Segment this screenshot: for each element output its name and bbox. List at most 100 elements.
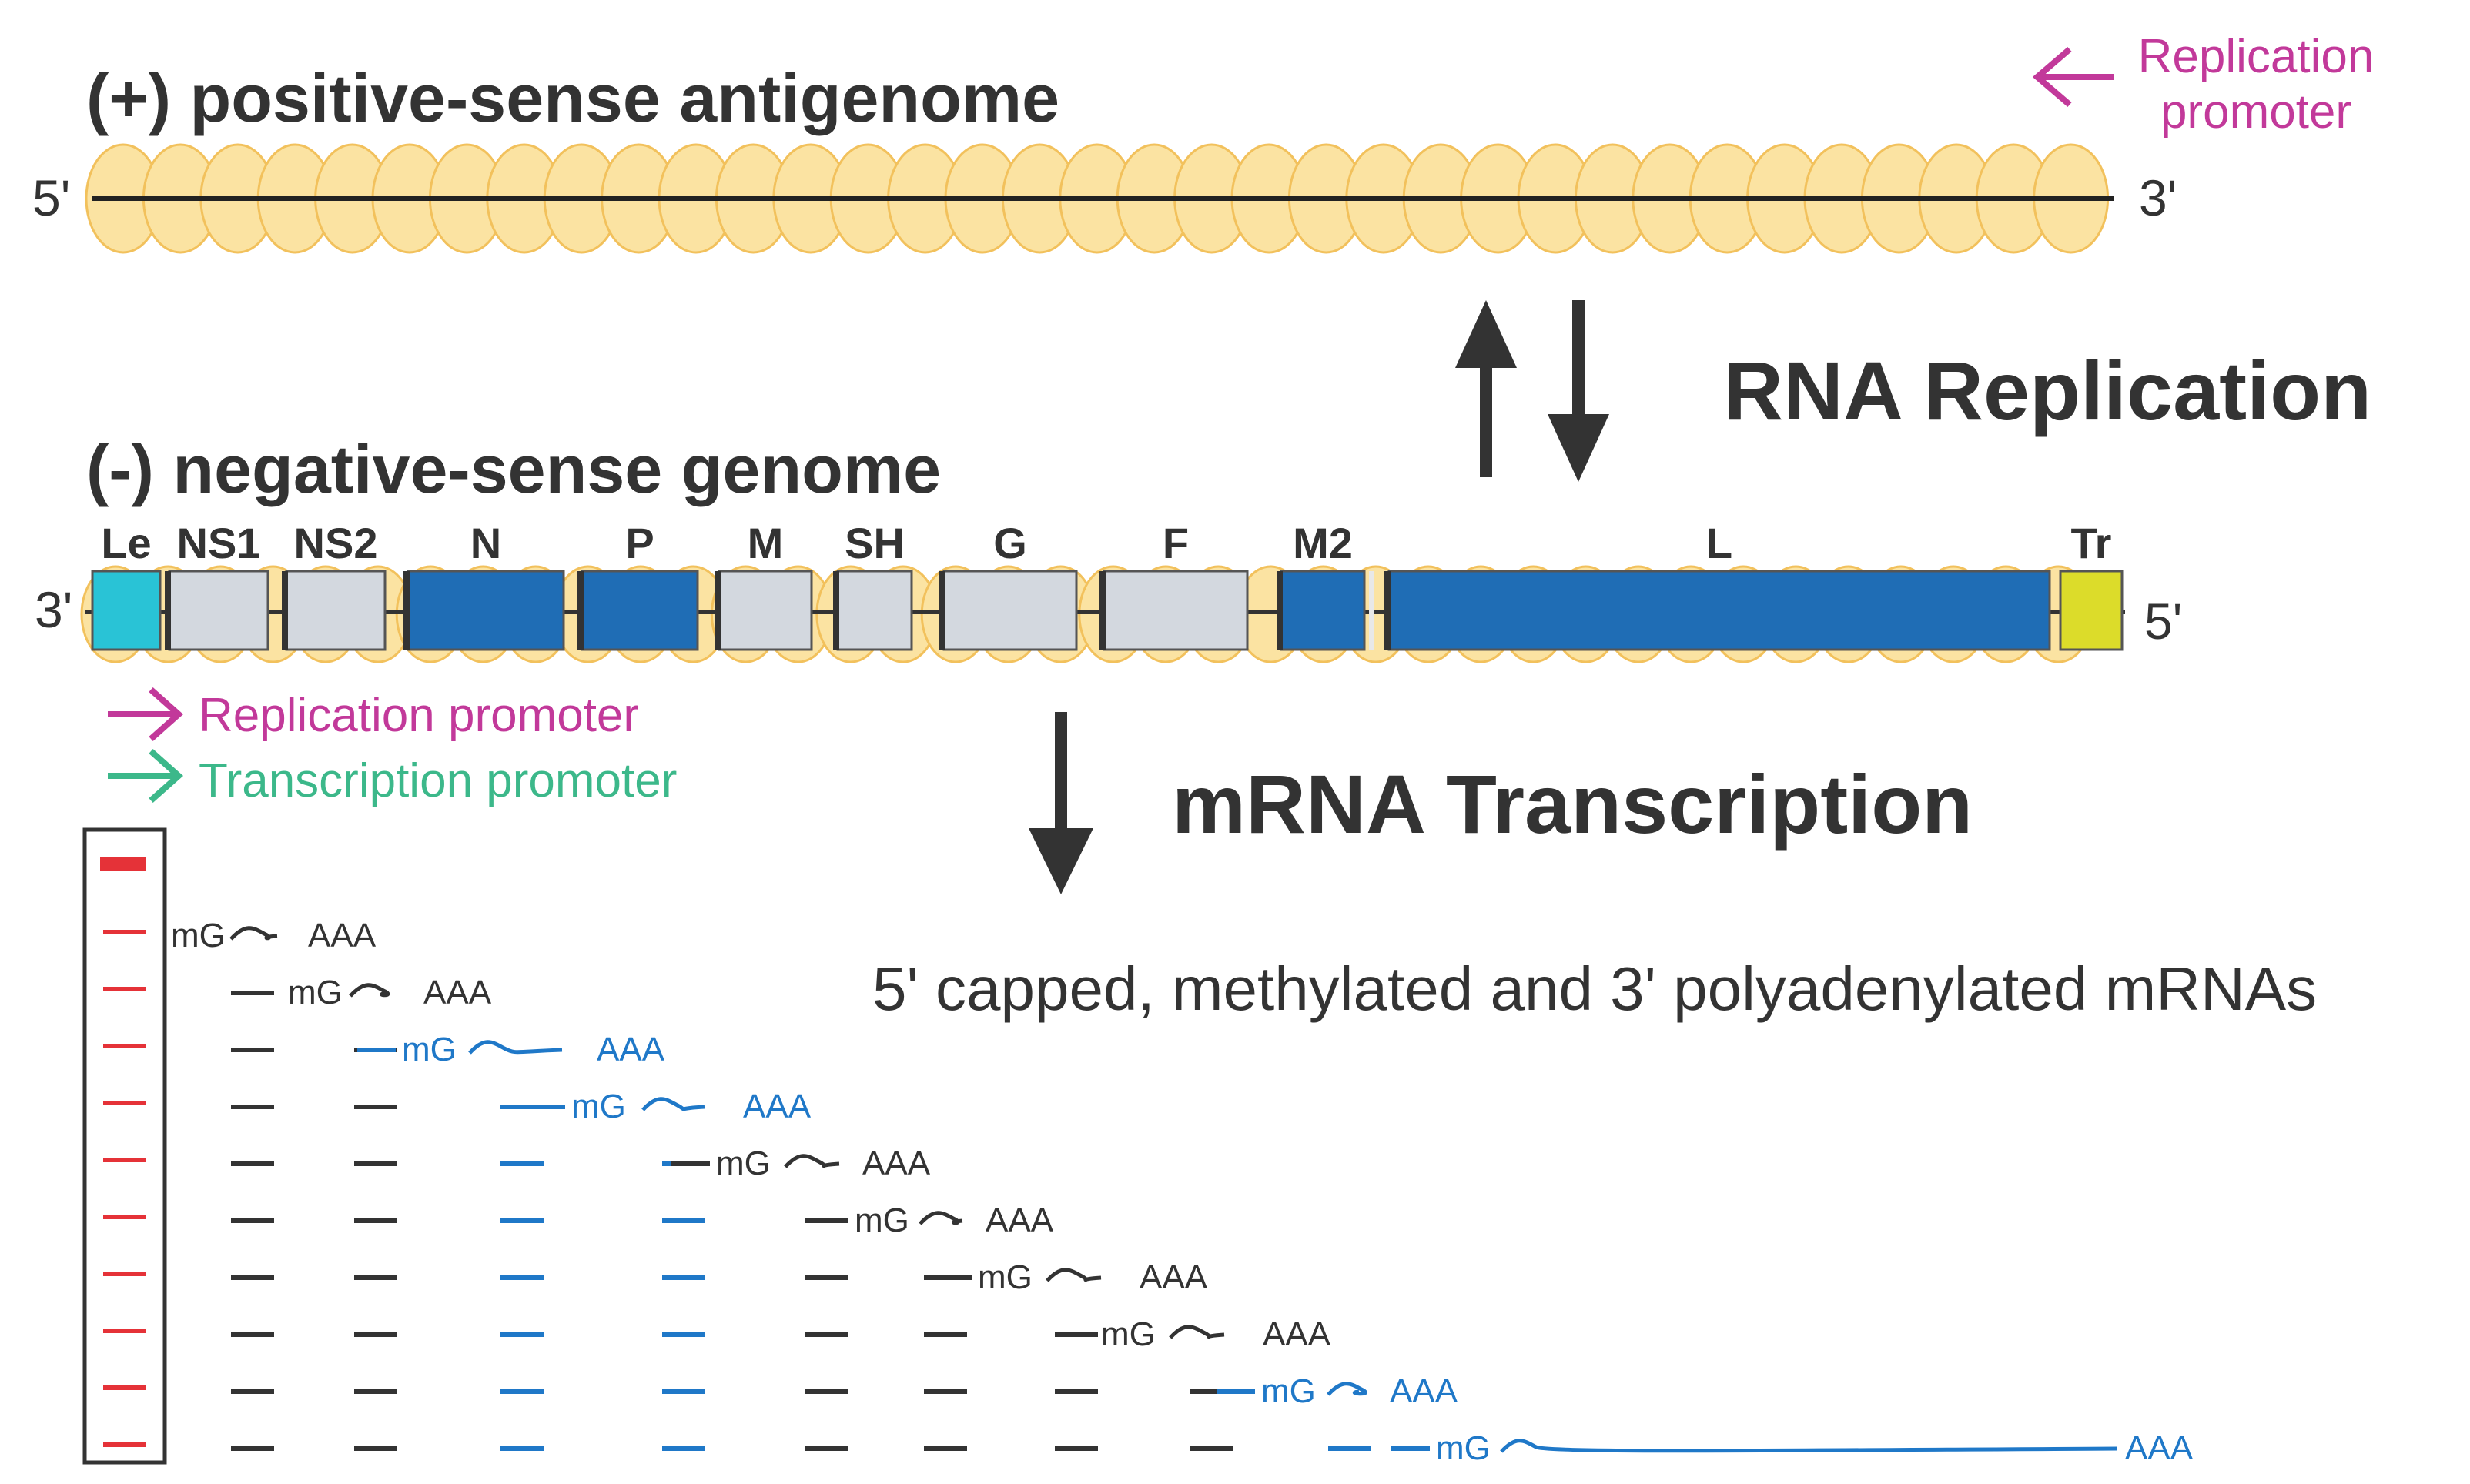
gel-lane xyxy=(82,827,167,1465)
gene-junction-l xyxy=(1384,571,1391,650)
gene-label-m: M xyxy=(748,519,784,567)
antigenome-title: (+) positive-sense antigenome xyxy=(86,60,1059,136)
mrna-cap-label: mG xyxy=(171,917,226,954)
gene-box-tr xyxy=(2059,570,2124,651)
genome-5-prime-label: 5' xyxy=(2144,593,2182,650)
rna-replication-label: RNA Replication xyxy=(1723,344,2371,437)
mrna-polya-label: AAA xyxy=(862,1145,931,1182)
mrna-cap-label: mG xyxy=(1101,1315,1156,1353)
replication-up-arrow-icon xyxy=(1455,300,1517,477)
mrna-body xyxy=(919,1211,963,1225)
gene-junction-ns2 xyxy=(282,571,288,650)
mrna-polya-label: AAA xyxy=(1390,1372,1458,1410)
gel-band xyxy=(103,1385,146,1390)
mrna-polya-label: AAA xyxy=(1140,1258,1208,1296)
mrna-polya-label: AAA xyxy=(597,1031,665,1068)
antigenome-strand xyxy=(85,143,2114,254)
gene-label-l: L xyxy=(1706,519,1732,567)
mrna-body xyxy=(468,1040,563,1055)
mrna-polya-label: AAA xyxy=(1263,1315,1331,1353)
mrna-body xyxy=(349,983,390,998)
legend-transcription-promoter-arrow-icon xyxy=(108,749,184,803)
mrna-body xyxy=(1046,1268,1102,1282)
replication-promoter-label-line2: promoter xyxy=(2160,85,2351,139)
mrna-body xyxy=(641,1097,705,1111)
genome-strand: Le NS1 NS2 N P M SH G F M2 L Tr xyxy=(80,519,2125,663)
gene-junction-g xyxy=(939,571,945,650)
mrna-cap-label: mG xyxy=(1436,1429,1491,1467)
mrna-polya-label: AAA xyxy=(423,974,492,1011)
mrna-cap-label: mG xyxy=(571,1088,626,1125)
gel-bands xyxy=(100,857,146,1447)
gel-band xyxy=(103,930,146,934)
gene-box-m2 xyxy=(1280,570,1366,651)
gene-label-ns1: NS1 xyxy=(177,519,261,567)
mrna-description: 5' capped, methylated and 3' polyadenyla… xyxy=(872,954,2317,1023)
gel-band xyxy=(103,1215,146,1219)
gel-band xyxy=(103,1044,146,1048)
gene-box-n xyxy=(407,570,565,651)
gene-junction-ns1 xyxy=(165,571,171,650)
gene-label-g: G xyxy=(993,519,1027,567)
replication-down-arrow-icon xyxy=(1548,300,1609,482)
gel-lane-border xyxy=(82,827,167,1465)
gene-labels: Le NS1 NS2 N P M SH G F M2 L Tr xyxy=(101,519,2111,567)
gene-box-ns2 xyxy=(285,570,387,651)
gene-label-n: N xyxy=(470,519,501,567)
legend-transcription-promoter: Transcription promoter xyxy=(199,754,677,807)
mrna-polya-label: AAA xyxy=(2125,1429,2194,1467)
gene-junction-m2 xyxy=(1277,571,1283,650)
mrna-cap-label: mG xyxy=(855,1202,909,1239)
mrna-polya-label: AAA xyxy=(308,917,377,954)
mrna-body xyxy=(784,1154,840,1168)
gel-band xyxy=(103,1101,146,1105)
mrna-transcription-label: mRNA Transcription xyxy=(1172,757,1973,851)
mrna-body xyxy=(1169,1325,1225,1339)
gene-junction-sh xyxy=(833,571,839,650)
gel-band xyxy=(100,857,146,871)
gel-band xyxy=(103,1272,146,1276)
m2-overlap-marker xyxy=(1369,571,1374,650)
gene-label-p: P xyxy=(625,519,654,567)
gene-box-le xyxy=(91,570,162,651)
gene-label-f: F xyxy=(1163,519,1189,567)
gel-band xyxy=(103,1442,146,1447)
antigenome-3-prime-label: 3' xyxy=(2139,169,2177,226)
legend-replication-promoter: Replication promoter xyxy=(199,689,639,742)
gene-junction-f xyxy=(1099,571,1106,650)
gene-label-m2: M2 xyxy=(1293,519,1353,567)
mrna-cap-label: mG xyxy=(716,1145,771,1182)
gene-boxes xyxy=(91,570,2124,651)
gene-box-p xyxy=(581,570,699,651)
gel-band xyxy=(103,1329,146,1333)
replication-promoter-arrow-icon xyxy=(2032,46,2114,108)
mrna-body xyxy=(229,926,278,941)
gene-box-sh xyxy=(836,570,913,651)
mrna-polya-label: AAA xyxy=(743,1088,812,1125)
mrna-polya-label: AAA xyxy=(986,1202,1054,1239)
mrna-cap-label: mG xyxy=(1261,1372,1316,1410)
mrna-body xyxy=(1327,1382,1367,1396)
legend-replication-promoter-arrow-icon xyxy=(108,687,184,741)
gene-label-sh: SH xyxy=(845,519,905,567)
gene-label-le: Le xyxy=(101,519,151,567)
gel-band xyxy=(103,1158,146,1162)
mrna-cap-label: mG xyxy=(978,1258,1033,1296)
mrna-cap-label: mG xyxy=(402,1031,457,1068)
gene-box-m xyxy=(718,570,813,651)
gene-box-f xyxy=(1103,570,1249,651)
antigenome-5-prime-label: 5' xyxy=(32,169,70,226)
mrna-transcripts: mG AAA mG AAA mG AAA mG AAA mG AAA mG AAA mG AAA mG AAA… xyxy=(171,917,2194,1467)
mrna-cap-label: mG xyxy=(288,974,343,1011)
gene-box-g xyxy=(942,570,1078,651)
genome-title: (-) negative-sense genome xyxy=(86,431,941,507)
gene-box-ns1 xyxy=(168,570,269,651)
gene-label-tr: Tr xyxy=(2071,519,2112,567)
gene-junction-p xyxy=(577,571,584,650)
gene-junction-n xyxy=(403,571,410,650)
gene-label-ns2: NS2 xyxy=(294,519,378,567)
gel-band xyxy=(103,987,146,991)
gene-junction-m xyxy=(715,571,721,650)
transcription-down-arrow-icon xyxy=(1029,712,1093,894)
